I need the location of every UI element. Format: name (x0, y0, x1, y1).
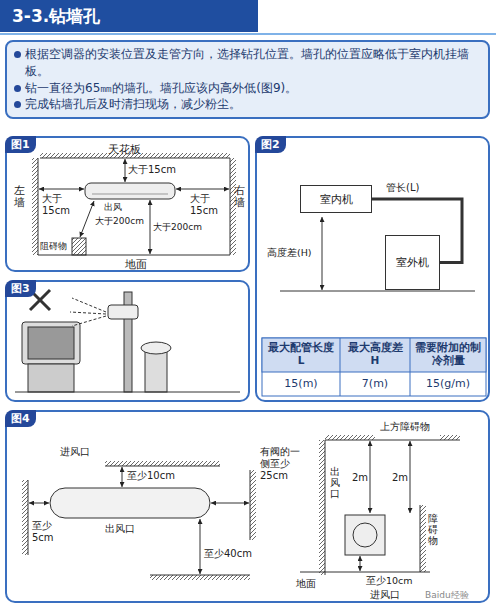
dimension-label: 2m (392, 472, 408, 484)
dimension-label: 大于200cm (153, 222, 202, 233)
dimension-label: 地面 (125, 258, 147, 271)
dimension-label: 上方障碍物 (380, 421, 430, 433)
table-cell: 15(g/m) (414, 377, 482, 390)
dimension-label: 至少5cm (32, 520, 62, 544)
dimension-label: 大于15cm (128, 164, 176, 176)
dimension-label: 进风口 (370, 589, 400, 600)
table-cell: 15(m) (266, 377, 336, 390)
title: 3-3.钻墙孔 (12, 5, 100, 28)
dimension-label: 高度差(H) (267, 247, 319, 258)
dimension-label: 天花板 (108, 143, 141, 156)
note-box: 根据空调器的安装位置及走管方向，选择钻孔位置。墙孔的位置应略低于室内机挂墙板。钻… (5, 40, 490, 119)
note-text: 完成钻墙孔后及时清扫现场，减少粉尘。 (25, 96, 478, 113)
figure-number: 图3 (5, 280, 36, 297)
dimension-label: 大于200cm (95, 216, 144, 227)
figure-panel: 图3 (5, 280, 250, 402)
table-cell: 7(m) (343, 377, 407, 390)
unit-box: 室外机 (385, 235, 440, 290)
table-cell: 最大配管长度 L (266, 341, 336, 366)
dimension-label: Baidu经验 (425, 590, 469, 601)
dimension-label: 进风口 (60, 446, 90, 458)
dimension-label: 至少40cm (204, 548, 252, 560)
figure-panel: 图4 (5, 410, 490, 603)
title-banner (0, 0, 496, 34)
dimension-label: 至少10cm (366, 575, 413, 586)
dimension-label: 出风口 (105, 523, 135, 535)
dimension-label: 出风口 (330, 466, 340, 499)
dimension-label: 阻碍物 (40, 241, 67, 252)
dimension-label: 右墙 (234, 185, 245, 209)
figure-number: 图1 (5, 136, 36, 153)
figure1-drawing (32, 153, 236, 255)
dimension-label: 障碍物 (428, 513, 438, 546)
unit-name: 室外机 (396, 255, 429, 270)
dimension-label: 出风 (104, 202, 122, 213)
figure-number: 图2 (255, 136, 286, 153)
note-text: 根据空调器的安装位置及走管方向，选择钻孔位置。墙孔的位置应略低于室内机挂墙板。 (25, 46, 478, 80)
figure-panel: 图1 (5, 136, 250, 272)
dimension-label: 2m (352, 472, 368, 484)
figure-number: 图4 (5, 410, 36, 427)
dimension-label: 大于15cm (190, 193, 224, 217)
dimension-label: 地面 (296, 578, 316, 590)
dimension-label: 大于15cm (42, 193, 74, 217)
figure2-drawing (262, 217, 486, 396)
edge-label: 管长(L) (386, 182, 419, 194)
figure3-drawing (15, 290, 240, 392)
note-text: 钻一直径为65㎜的墙孔。墙孔应该内高外低(图9)。 (25, 80, 478, 97)
dimension-label: 有阀的一侧至少25cm (260, 446, 308, 482)
dimension-label: 左墙 (14, 185, 25, 209)
figure4-drawing (22, 435, 460, 580)
unit-name: 室内机 (320, 192, 353, 207)
dimension-label: 至少10cm (127, 470, 175, 482)
table-cell: 最大高度差 H (343, 341, 407, 366)
table-cell: 需要附加的制冷剂量 (414, 341, 482, 366)
unit-box: 室内机 (300, 185, 372, 213)
